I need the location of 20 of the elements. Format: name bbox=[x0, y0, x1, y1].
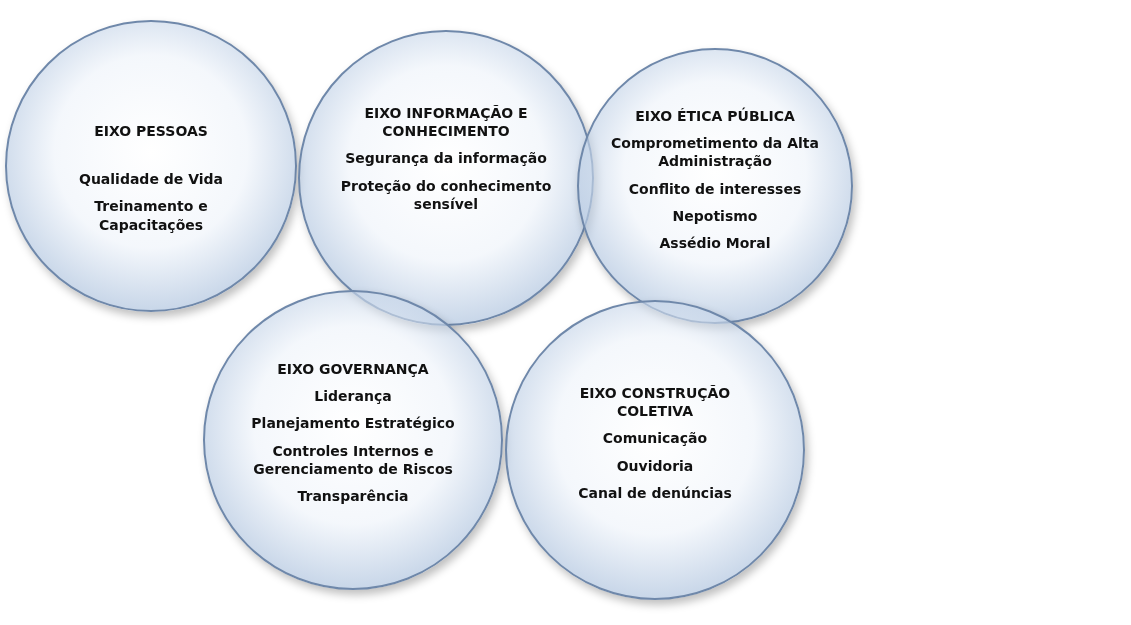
topic-item: Planejamento Estratégico bbox=[251, 414, 455, 433]
topic-item: Comprometimento da Alta Administração bbox=[610, 134, 820, 171]
axis-heading: EIXO PESSOAS bbox=[94, 122, 208, 141]
topic-item: Conflito de interesses bbox=[628, 179, 802, 198]
topic-item: Treinamento e Capacitações bbox=[93, 197, 209, 234]
topic-item: Ouvidoria bbox=[616, 456, 694, 475]
axis-heading: EIXO INFORMAÇÃO E CONHECIMENTO bbox=[363, 104, 529, 141]
topic-item: Proteção do conhecimento sensível bbox=[339, 176, 553, 213]
axis-heading: EIXO CONSTRUÇÃO COLETIVA bbox=[578, 384, 732, 421]
topic-item: Transparência bbox=[297, 486, 409, 506]
topic-item: Segurança da informação bbox=[345, 149, 547, 168]
topic-item: Nepotismo bbox=[672, 206, 758, 225]
axis-heading: EIXO GOVERNANÇA bbox=[277, 360, 429, 379]
axis-heading: EIXO ÉTICA PÚBLICA bbox=[635, 107, 795, 126]
topic-item: Qualidade de Vida bbox=[79, 170, 223, 189]
topic-item: Assédio Moral bbox=[659, 233, 771, 253]
topic-item: Canal de denúncias bbox=[578, 483, 732, 502]
topic-item: Liderança bbox=[314, 387, 392, 406]
topic-item: Comunicação bbox=[602, 429, 708, 448]
topic-item: Controles Internos e Gerenciamento de Riscos bbox=[252, 441, 454, 478]
